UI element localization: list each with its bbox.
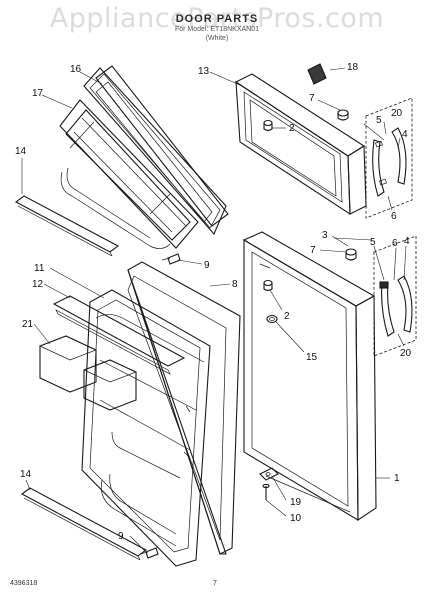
plug-15[interactable]: [266, 314, 278, 324]
lower-handle-group[interactable]: [373, 235, 417, 357]
callout-7-lower: 7: [310, 245, 316, 256]
leader-lines: [21, 67, 407, 553]
callout-5-upper: 5: [376, 115, 382, 126]
callout-9-upper: 9: [204, 260, 210, 271]
callout-14-top: 14: [15, 146, 27, 157]
callout-17: 17: [32, 88, 44, 99]
screw-9-upper[interactable]: [161, 253, 181, 265]
dairy-bin-21[interactable]: [39, 335, 137, 411]
callout-4-upper: 4: [402, 129, 408, 140]
hinge-cap-7-upper[interactable]: [337, 109, 349, 121]
freezer-liner-17[interactable]: [59, 99, 199, 249]
callout-20-upper: 20: [391, 108, 403, 119]
callout-19: 19: [290, 497, 302, 508]
callout-2-upper: 2: [289, 123, 295, 134]
freezer-trim-14[interactable]: [14, 195, 120, 257]
model-subtitle: For Model: ET18NKXAN01: [174, 26, 260, 33]
callout-6-lower: 6: [392, 238, 398, 249]
diagram-title: DOOR PARTS: [175, 13, 259, 25]
callout-3: 3: [322, 230, 328, 241]
door-shelf-12[interactable]: [52, 295, 186, 375]
page-number: 7: [213, 580, 217, 587]
upper-handle-group[interactable]: [365, 97, 413, 219]
color-note: (White): [205, 35, 229, 42]
callout-5-lower: 5: [370, 237, 376, 248]
callout-18: 18: [347, 62, 359, 73]
bushing-2-lower[interactable]: [263, 279, 273, 292]
document-number: 4396318: [10, 580, 38, 587]
screw-9-lower[interactable]: [139, 547, 159, 559]
callout-12: 12: [32, 279, 44, 290]
fresh-trim-14[interactable]: [20, 487, 148, 561]
callout-16: 16: [70, 64, 82, 75]
fresh-food-liner-11[interactable]: [81, 289, 211, 567]
fresh-food-gasket-8[interactable]: [127, 261, 241, 555]
freezer-gasket-16[interactable]: [83, 65, 229, 236]
bushing-2-upper[interactable]: [263, 119, 273, 132]
callout-10: 10: [290, 513, 302, 524]
callout-8: 8: [232, 279, 238, 290]
callout-6-upper: 6: [391, 211, 397, 222]
fresh-food-door-1[interactable]: [242, 231, 377, 522]
callout-13: 13: [198, 66, 210, 77]
callout-20-lower: 20: [400, 348, 412, 359]
hinge-cap-7-lower[interactable]: [345, 248, 357, 261]
callout-11: 11: [34, 263, 45, 274]
label-18[interactable]: [307, 63, 327, 85]
callout-4-lower: 4: [404, 236, 410, 247]
callout-14-bottom: 14: [20, 469, 32, 480]
callout-labels: 16 17 14 13 18 7 2 20 5 4 6 3 7 5 6 4 20…: [15, 62, 412, 542]
callout-21: 21: [22, 319, 34, 330]
screw-10[interactable]: [262, 483, 270, 500]
callout-1: 1: [394, 473, 400, 484]
bottom-hinge-19[interactable]: [259, 467, 279, 481]
callout-9-lower: 9: [118, 531, 124, 542]
callout-15: 15: [306, 352, 318, 363]
freezer-door-13[interactable]: [234, 73, 367, 216]
callout-2-lower: 2: [284, 311, 290, 322]
callout-7-upper: 7: [309, 93, 315, 104]
